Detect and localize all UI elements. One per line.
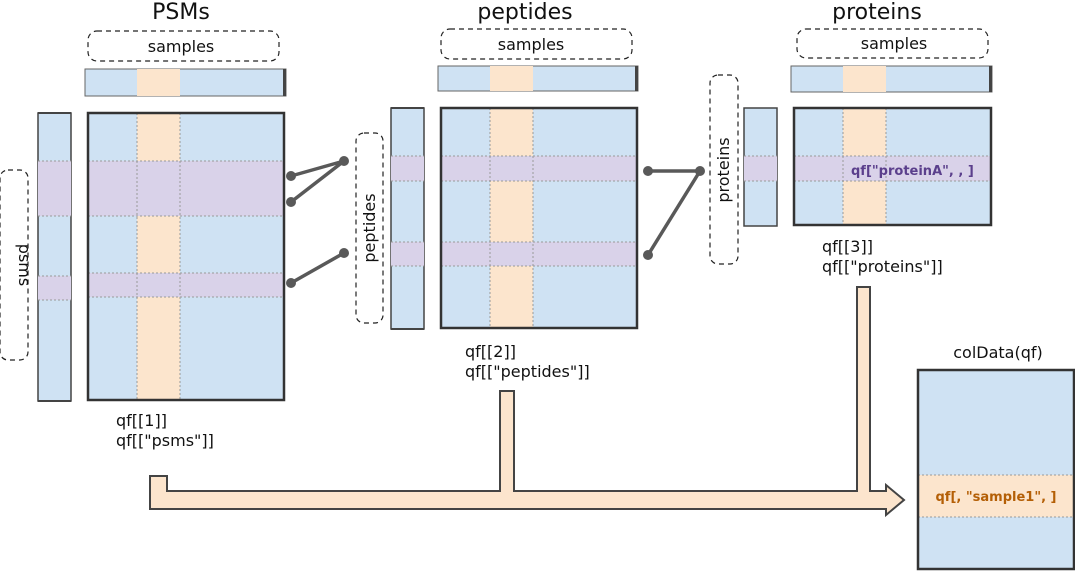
psms-rowdata-bar [37, 112, 72, 402]
peptides-samples-label: samples [498, 35, 565, 54]
peptides-matrix [441, 108, 637, 328]
psms-assay: samples psms qf[[1]] qf[["psms"]] [0, 30, 287, 450]
peptides-rows-label: peptides [360, 193, 379, 262]
psms-accessor-name: qf[["psms"]] [116, 431, 214, 450]
psms-title: PSMs [152, 0, 210, 25]
row-subset-expression: qf["proteinA", , ] [851, 164, 974, 179]
proteins-samples-box [796, 28, 989, 59]
peptides-accessor-index: qf[[2]] [465, 342, 516, 361]
proteins-samples-label: samples [861, 34, 928, 53]
peptides-to-proteins-links [643, 166, 705, 260]
coldata-panel: colData(qf) qf[, "sample1", ] [916, 343, 1075, 571]
peptides-rows-box [355, 132, 384, 324]
peptides-coldata-bar [437, 65, 639, 92]
psms-to-peptides-links [286, 156, 349, 288]
peptides-samples-box [440, 28, 633, 60]
arrow-shape [149, 286, 906, 518]
peptides-title: peptides [477, 0, 572, 25]
psms-matrix [88, 113, 284, 400]
proteins-assay: proteins samples qf["proteinA", , ] qf[[… [709, 28, 993, 276]
psms-rows-label: psms [15, 244, 34, 286]
col-subset-expression: qf[, "sample1", ] [936, 490, 1057, 505]
coldata-arrow [149, 286, 906, 518]
peptides-accessor-name: qf[["peptides"]] [465, 362, 590, 381]
proteins-title: proteins [832, 0, 922, 25]
psms-coldata-bar [84, 68, 287, 97]
coldata-title: colData(qf) [953, 343, 1043, 362]
proteins-rows-box [709, 74, 739, 265]
proteins-accessor-index: qf[[3]] [822, 237, 873, 256]
coldata-table [918, 370, 1074, 569]
proteins-accessor-name: qf[["proteins"]] [822, 257, 943, 276]
peptides-rowdata-bar [390, 107, 425, 330]
psms-samples-label: samples [148, 37, 215, 56]
proteins-rows-label: proteins [714, 137, 733, 202]
psms-accessor-index: qf[[1]] [116, 411, 167, 430]
psms-coldata-highlight [137, 69, 180, 96]
psms-rows-box [0, 169, 29, 361]
psms-samples-box [87, 30, 280, 62]
proteins-coldata-bar [790, 65, 993, 93]
peptides-assay: peptides samples qf[[2]] qf[["peptides [355, 28, 639, 381]
